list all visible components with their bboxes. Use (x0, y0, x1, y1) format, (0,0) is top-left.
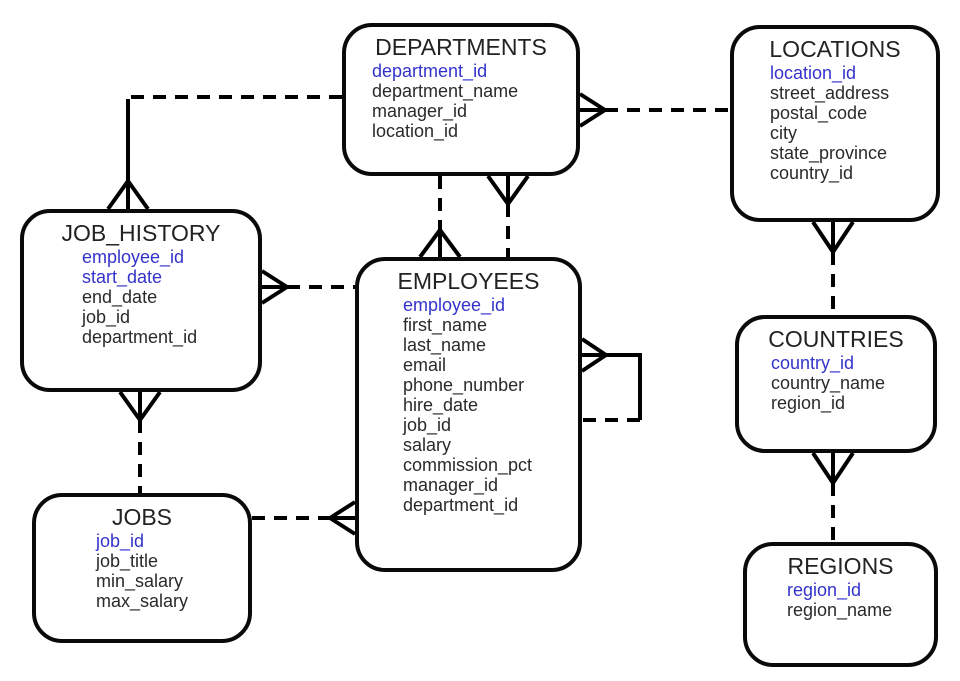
relationship-employees-departments-manager (486, 174, 530, 257)
field-commission_pct: commission_pct (403, 455, 533, 475)
field-department_id: department_id (82, 327, 198, 347)
field-manager_id: manager_id (403, 475, 499, 495)
crow-foot-icon (578, 92, 607, 128)
field-end_date: end_date (82, 287, 158, 307)
pk-field-job_id: job_id (96, 531, 145, 551)
pk-field-employee_id: employee_id (82, 247, 185, 267)
relationship-employees-manager-self (580, 337, 642, 422)
field-street_address: street_address (770, 83, 890, 103)
field-department_name: department_name (372, 81, 519, 101)
crow-foot-icon (486, 174, 530, 206)
crow-foot-icon (418, 228, 462, 259)
pk-field-start_date: start_date (82, 267, 163, 287)
field-manager_id: manager_id (372, 101, 468, 121)
field-location_id: location_id (372, 121, 459, 141)
pk-field-location_id: location_id (770, 63, 857, 83)
field-phone_number: phone_number (403, 375, 525, 395)
relationship-departments-jobhistory (106, 95, 342, 211)
relationship-jobhistory-employees (260, 269, 355, 305)
field-state_province: state_province (770, 143, 888, 163)
pk-field-employee_id: employee_id (403, 295, 506, 315)
crow-foot-icon (118, 390, 162, 422)
entity-title: JOBS (111, 504, 173, 530)
field-salary: salary (403, 435, 452, 455)
field-email: email (403, 355, 447, 375)
field-first_name: first_name (403, 315, 488, 335)
entity-title: JOB_HISTORY (61, 220, 221, 246)
crow-foot-icon (580, 337, 608, 373)
field-region_id: region_id (771, 393, 846, 413)
field-job_title: job_title (96, 551, 159, 571)
entity-title: REGIONS (787, 553, 894, 579)
field-job_id: job_id (82, 307, 131, 327)
relationship-countries-regions (811, 451, 855, 542)
crow-foot-icon (260, 269, 289, 305)
entity-title: COUNTRIES (768, 326, 904, 352)
relationship-departments-employees (418, 176, 462, 259)
field-postal_code: postal_code (770, 103, 868, 123)
entity-title: LOCATIONS (769, 36, 901, 62)
pk-field-country_id: country_id (771, 353, 855, 373)
relationship-jobhistory-jobs (118, 390, 162, 493)
pk-field-department_id: department_id (372, 61, 488, 81)
field-job_id: job_id (403, 415, 452, 435)
relationship-employees-jobs (252, 500, 357, 536)
field-region_name: region_name (787, 600, 893, 620)
field-min_salary: min_salary (96, 571, 184, 591)
crow-foot-icon (328, 500, 357, 536)
field-max_salary: max_salary (96, 591, 189, 611)
crow-foot-icon (811, 220, 855, 254)
field-city: city (770, 123, 797, 143)
entity-title: EMPLOYEES (397, 268, 540, 294)
crow-foot-icon (811, 451, 855, 485)
field-country_id: country_id (770, 163, 854, 183)
pk-field-region_id: region_id (787, 580, 862, 600)
field-last_name: last_name (403, 335, 487, 355)
relationship-departments-locations (578, 92, 730, 128)
entity-title: DEPARTMENTS (375, 34, 547, 60)
crow-foot-icon (106, 179, 150, 211)
field-department_id: department_id (403, 495, 519, 515)
relationship-locations-countries (811, 220, 855, 315)
field-country_name: country_name (771, 373, 886, 393)
field-hire_date: hire_date (403, 395, 479, 415)
